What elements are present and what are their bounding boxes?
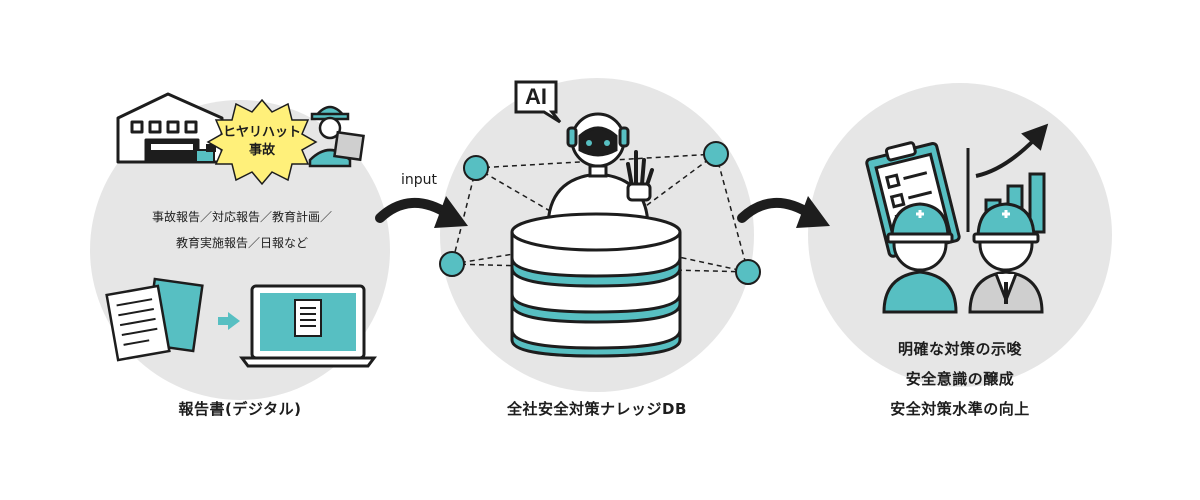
right-line-2: 安全意識の醸成 bbox=[905, 370, 1015, 388]
burst-line-2: 事故 bbox=[248, 143, 275, 158]
output-arrow bbox=[737, 196, 830, 228]
worker-icon bbox=[308, 105, 365, 168]
docs-line-2: 教育実施報告／日報など bbox=[175, 236, 308, 250]
docs-line-1: 事故報告／対応報告／教育計画／ bbox=[151, 210, 332, 224]
network-node bbox=[439, 251, 465, 277]
workers-icon bbox=[882, 202, 1044, 314]
input-label: input bbox=[400, 172, 437, 188]
database-icon bbox=[510, 212, 682, 358]
ai-bubble-icon bbox=[514, 80, 562, 124]
ai-label: AI bbox=[525, 84, 547, 109]
document-stack-icon bbox=[105, 277, 204, 362]
left-caption: 報告書(デジタル) bbox=[178, 400, 302, 418]
warning-burst-icon bbox=[206, 98, 318, 186]
cart-icon bbox=[195, 144, 216, 163]
factory-icon bbox=[116, 92, 224, 164]
small-arrow-icon bbox=[218, 312, 240, 330]
burst-line-1: ヒヤリハット bbox=[222, 125, 301, 140]
network-node bbox=[703, 141, 729, 167]
right-line-3: 安全対策水準の向上 bbox=[890, 400, 1030, 418]
right-line-1: 明確な対策の示唆 bbox=[897, 340, 1022, 358]
network-node bbox=[735, 259, 761, 285]
document-icon bbox=[294, 299, 322, 337]
network-nodes bbox=[439, 141, 761, 285]
center-caption: 全社安全対策ナレッジDB bbox=[507, 400, 687, 418]
input-arrow bbox=[375, 196, 468, 228]
network-node bbox=[463, 155, 489, 181]
burst-label: ヒヤリハット 事故 bbox=[222, 124, 302, 160]
